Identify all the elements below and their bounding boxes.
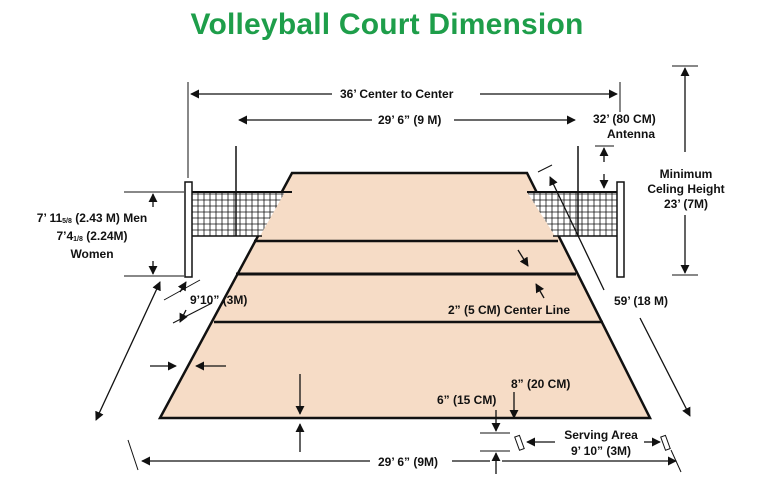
line-width-6-label: 6” (15 CM) (437, 393, 497, 407)
net-width-label: 29’ 6” (9 M) (378, 113, 442, 127)
net-height-men: 7’ 115/8 (2.43 M) Men (36, 211, 148, 225)
dimension-arrow (639, 317, 691, 417)
court-length-label: 59’ (18 M) (614, 294, 669, 308)
center-line-label: 2” (5 CM) Center Line (448, 303, 571, 317)
antenna-height-label: 32’ (80 CM) (593, 112, 656, 126)
dimension-arrow (549, 176, 605, 291)
dimension-arrow (177, 281, 187, 293)
serving-width-label: 9’ 10” (3M) (570, 444, 632, 458)
line-width-8-label: 8” (20 CM) (511, 377, 571, 391)
net-height-label: 7’ 115/8 (2.43 M) Men 7’41/8 (2.24M) Wom… (30, 211, 154, 262)
net-post-left (184, 181, 193, 278)
women-label: Women (70, 247, 114, 261)
serving-area-label: Serving Area (564, 428, 638, 442)
ceiling-label-line2: Celing Height (647, 182, 725, 196)
pointer-arrow (517, 249, 529, 267)
net-post-right (616, 181, 625, 278)
court-width-label: 29’ 6” (9M) (378, 455, 439, 469)
court-surface (157, 171, 653, 420)
net-height-women: 7’41/8 (2.24M) (56, 229, 128, 243)
dimension-arrow (179, 309, 188, 323)
pointer-arrow (535, 283, 545, 299)
ceiling-label-line3: 23’ (7M) (663, 197, 708, 211)
ceiling-label-line1: Minimum (659, 167, 713, 181)
center-to-center-label: 36’ Center to Center (340, 87, 454, 101)
page-title: Volleyball Court Dimension (190, 8, 584, 41)
attack-line-label: 9’10” (3M) (190, 293, 248, 307)
dimension-tick (127, 439, 139, 471)
serving-marker-right (660, 434, 671, 451)
dimension-arrow (95, 281, 161, 421)
serving-marker-left (514, 434, 525, 451)
ceiling-height-label: Minimum Celing Height 23’ (7M) (640, 167, 732, 212)
dimension-tick (537, 164, 553, 173)
antenna-label: Antenna (607, 127, 655, 141)
dimension-tick (172, 302, 213, 324)
